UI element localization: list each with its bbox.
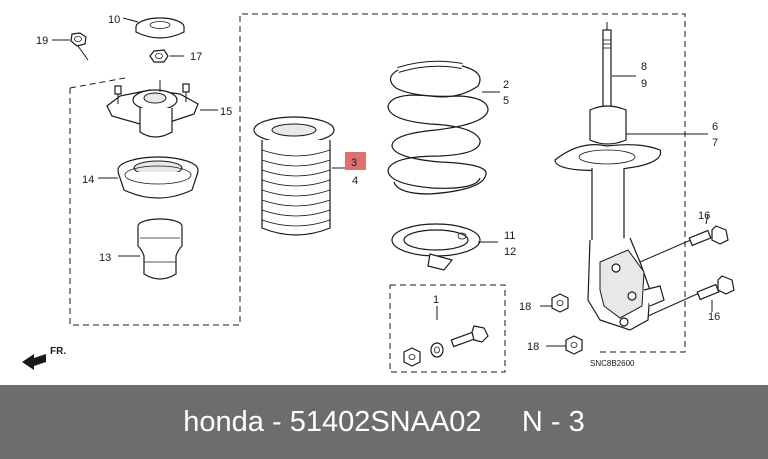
callout-6: 6 — [712, 121, 718, 133]
footer-text: honda - 51402SNAA02 N - 3 — [183, 406, 585, 438]
part-18-nut-upper — [540, 293, 569, 313]
parts-diagram: 10 19 17 15 14 13 3 4 2 5 11 12 8 9 6 7 … — [22, 13, 735, 373]
highlight-marker — [345, 152, 366, 170]
callout-19: 19 — [36, 35, 48, 47]
part-2-coil-spring — [387, 60, 500, 195]
callout-13: 13 — [99, 252, 111, 264]
callout-4: 4 — [352, 175, 358, 187]
part-1-hardware-kit — [403, 306, 489, 367]
callout-3: 3 — [351, 157, 357, 169]
callout-18-upper: 18 — [519, 301, 531, 313]
callout-2: 2 — [503, 79, 509, 91]
callout-7: 7 — [712, 137, 718, 149]
callout-11: 11 — [504, 230, 515, 242]
front-direction-arrow — [22, 354, 46, 370]
part-11-spring-seat — [391, 223, 498, 271]
part-number-footer: honda - 51402SNAA02 N - 3 — [0, 385, 768, 459]
callout-16-upper: 16 — [698, 210, 710, 222]
callout-9: 9 — [641, 78, 647, 90]
part-18-nut-lower — [546, 335, 583, 355]
callout-15: 15 — [220, 106, 232, 118]
part-15-upper-mount — [106, 80, 218, 138]
part-3-dust-boot — [253, 116, 348, 236]
front-label: FR. — [50, 346, 66, 357]
callout-12: 12 — [504, 246, 516, 258]
part-14-bearing — [98, 156, 199, 199]
callout-16-lower: 16 — [708, 311, 720, 323]
part-17-nut — [149, 49, 184, 63]
callout-14: 14 — [82, 174, 94, 186]
part-13-bump-stop — [118, 218, 183, 280]
part-6-strut — [554, 22, 708, 331]
diagram-code: SNC8B2600 — [590, 359, 635, 368]
diagram-canvas: 10 19 17 15 14 13 3 4 2 5 11 12 8 9 6 7 … — [22, 13, 735, 373]
part-10-cap — [122, 17, 185, 39]
part-19-flange-nut — [52, 32, 89, 61]
assembly-outline — [69, 13, 686, 373]
part-16-bolt-lower — [647, 275, 735, 317]
callout-17: 17 — [190, 51, 202, 63]
callout-18-lower: 18 — [527, 341, 539, 353]
part-16-bolt-upper — [639, 213, 729, 263]
callout-10: 10 — [108, 14, 120, 26]
callout-8: 8 — [641, 61, 647, 73]
callout-1: 1 — [433, 294, 439, 306]
callout-5: 5 — [503, 95, 509, 107]
